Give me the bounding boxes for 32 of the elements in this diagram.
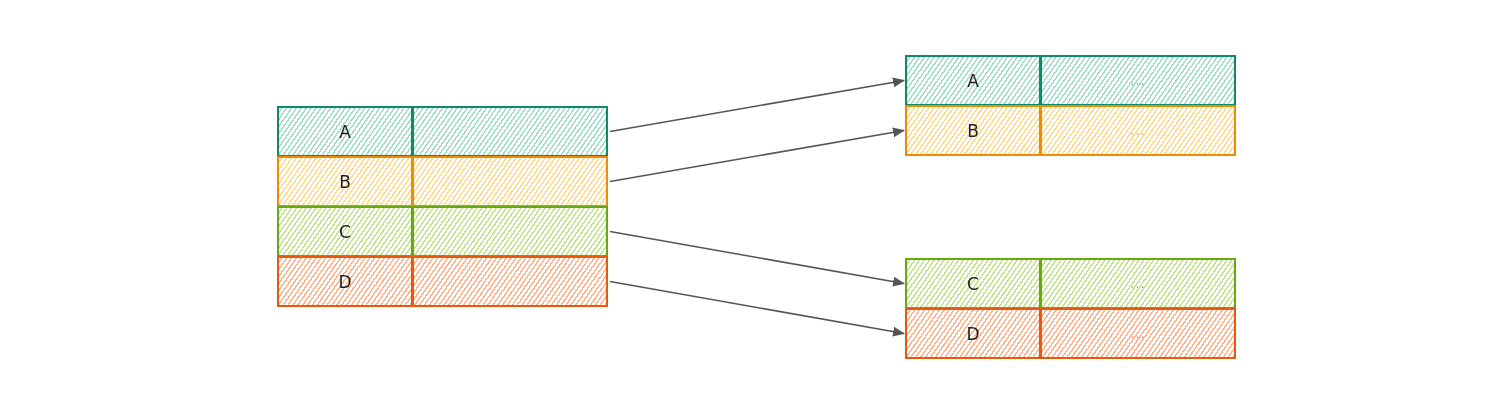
- table-cell: [1040, 105, 1236, 156]
- arrow: [609, 77, 905, 133]
- key-label: D: [966, 323, 980, 344]
- ellipsis-text: ...: [1130, 123, 1146, 138]
- table-cell: [905, 258, 1041, 309]
- table-cell: [277, 256, 413, 307]
- ellipsis-text: ...: [1130, 326, 1146, 341]
- table-cell: [905, 308, 1041, 359]
- table-cell: [905, 105, 1041, 156]
- table-cell: [1040, 258, 1236, 309]
- ellipsis-text: ...: [1130, 276, 1146, 291]
- key-label: B: [339, 171, 351, 192]
- table-cell: [412, 106, 608, 157]
- table-cell: [905, 55, 1041, 106]
- key-label: A: [967, 70, 979, 91]
- arrow: [609, 230, 905, 287]
- ellipsis-text: ...: [1130, 73, 1146, 88]
- table-cell: [1040, 55, 1236, 106]
- table-cell: [1040, 308, 1236, 359]
- arrow: [609, 280, 905, 337]
- arrow: [609, 127, 905, 183]
- table-cell: [277, 156, 413, 207]
- table-cell: [277, 106, 413, 157]
- key-label: A: [339, 121, 351, 142]
- table-cell: [277, 206, 413, 257]
- key-label: D: [338, 271, 352, 292]
- key-label: C: [967, 273, 979, 294]
- key-label: B: [967, 120, 979, 141]
- table-cell: [412, 256, 608, 307]
- table-cell: [412, 156, 608, 207]
- table-cell: [412, 206, 608, 257]
- key-label: C: [339, 221, 351, 242]
